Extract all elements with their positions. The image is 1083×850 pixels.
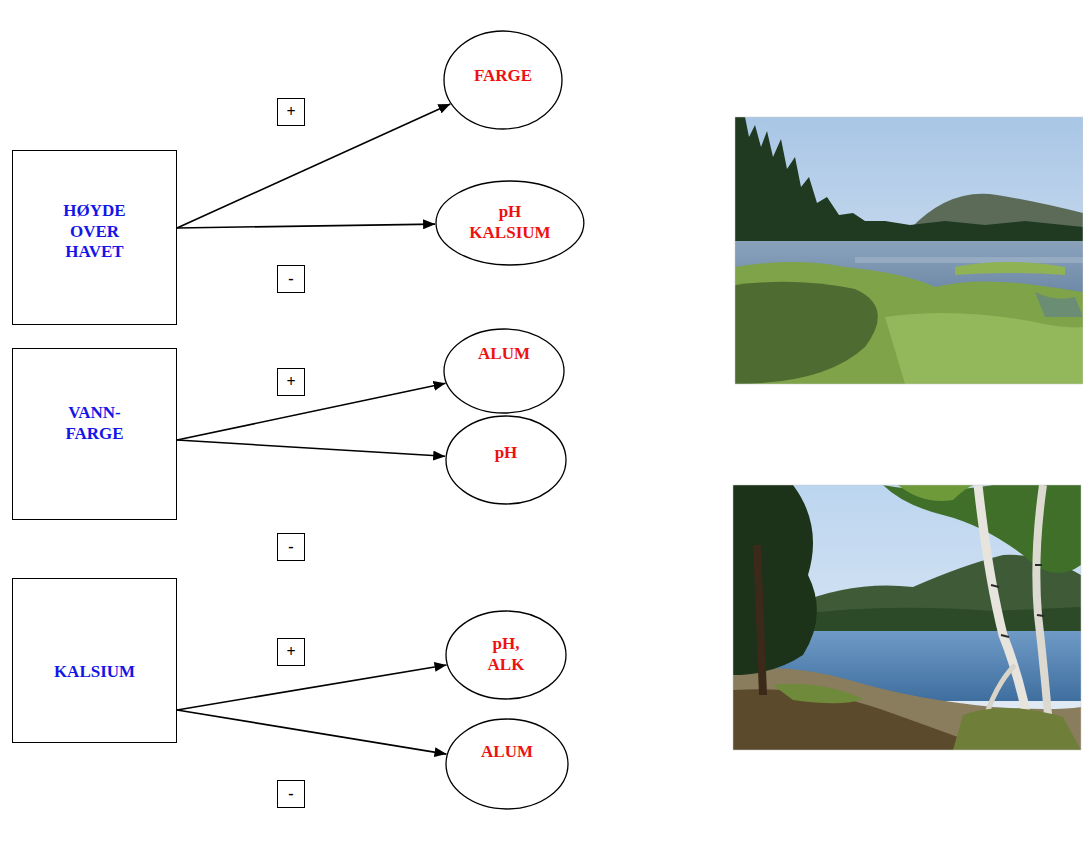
ellipse-outline bbox=[446, 416, 566, 504]
photo-frame bbox=[735, 117, 1083, 384]
effect-ellipse: ALUM bbox=[443, 328, 565, 414]
arrow-connector bbox=[177, 710, 446, 754]
node-label: KALSIUM bbox=[54, 662, 135, 683]
factor-box: VANN- FARGE bbox=[12, 348, 177, 520]
sign-box: + bbox=[277, 638, 305, 666]
sign-text: + bbox=[286, 102, 295, 122]
ellipse-outline bbox=[444, 329, 564, 413]
sign-box: - bbox=[277, 780, 305, 808]
effect-ellipse: ALUM bbox=[445, 718, 569, 810]
node-label: VANN- FARGE bbox=[65, 403, 123, 444]
sign-text: - bbox=[288, 537, 293, 557]
node-label: pH KALSIUM bbox=[469, 202, 550, 243]
sign-text: + bbox=[286, 642, 295, 662]
sign-text: + bbox=[286, 372, 295, 392]
node-label: ALUM bbox=[481, 742, 533, 763]
lake-photo bbox=[733, 485, 1081, 750]
node-label: pH, ALK bbox=[488, 634, 525, 675]
ellipse-outline bbox=[446, 719, 568, 809]
ellipse-outline bbox=[443, 328, 565, 414]
node-label: HØYDE OVER HAVET bbox=[63, 201, 125, 263]
lake-photo bbox=[735, 117, 1083, 384]
effect-ellipse: pH, ALK bbox=[445, 610, 567, 700]
effect-ellipse: pH bbox=[445, 415, 567, 505]
ellipse-outline bbox=[436, 181, 584, 265]
sign-box: + bbox=[277, 368, 305, 396]
node-label: pH bbox=[495, 443, 518, 464]
factor-box: HØYDE OVER HAVET bbox=[12, 150, 177, 325]
effect-ellipse: FARGE bbox=[443, 30, 563, 130]
node-label: ALUM bbox=[478, 344, 530, 365]
ellipse-outline bbox=[445, 718, 569, 810]
ellipse-outline bbox=[446, 611, 566, 699]
arrow-connector bbox=[177, 440, 445, 456]
sign-box: + bbox=[277, 98, 305, 126]
sign-text: - bbox=[288, 269, 293, 289]
factor-box: KALSIUM bbox=[12, 578, 177, 743]
arrow-connector bbox=[177, 104, 450, 228]
photo-frame bbox=[733, 485, 1081, 750]
sign-box: - bbox=[277, 533, 305, 561]
arrow-connector bbox=[177, 665, 447, 710]
ellipse-outline bbox=[444, 31, 562, 129]
sign-box: - bbox=[277, 265, 305, 293]
node-label: FARGE bbox=[474, 66, 532, 87]
arrow-connector bbox=[177, 224, 435, 228]
effect-ellipse: pH KALSIUM bbox=[435, 180, 585, 266]
sign-text: - bbox=[288, 784, 293, 804]
arrow-connector bbox=[177, 383, 446, 440]
